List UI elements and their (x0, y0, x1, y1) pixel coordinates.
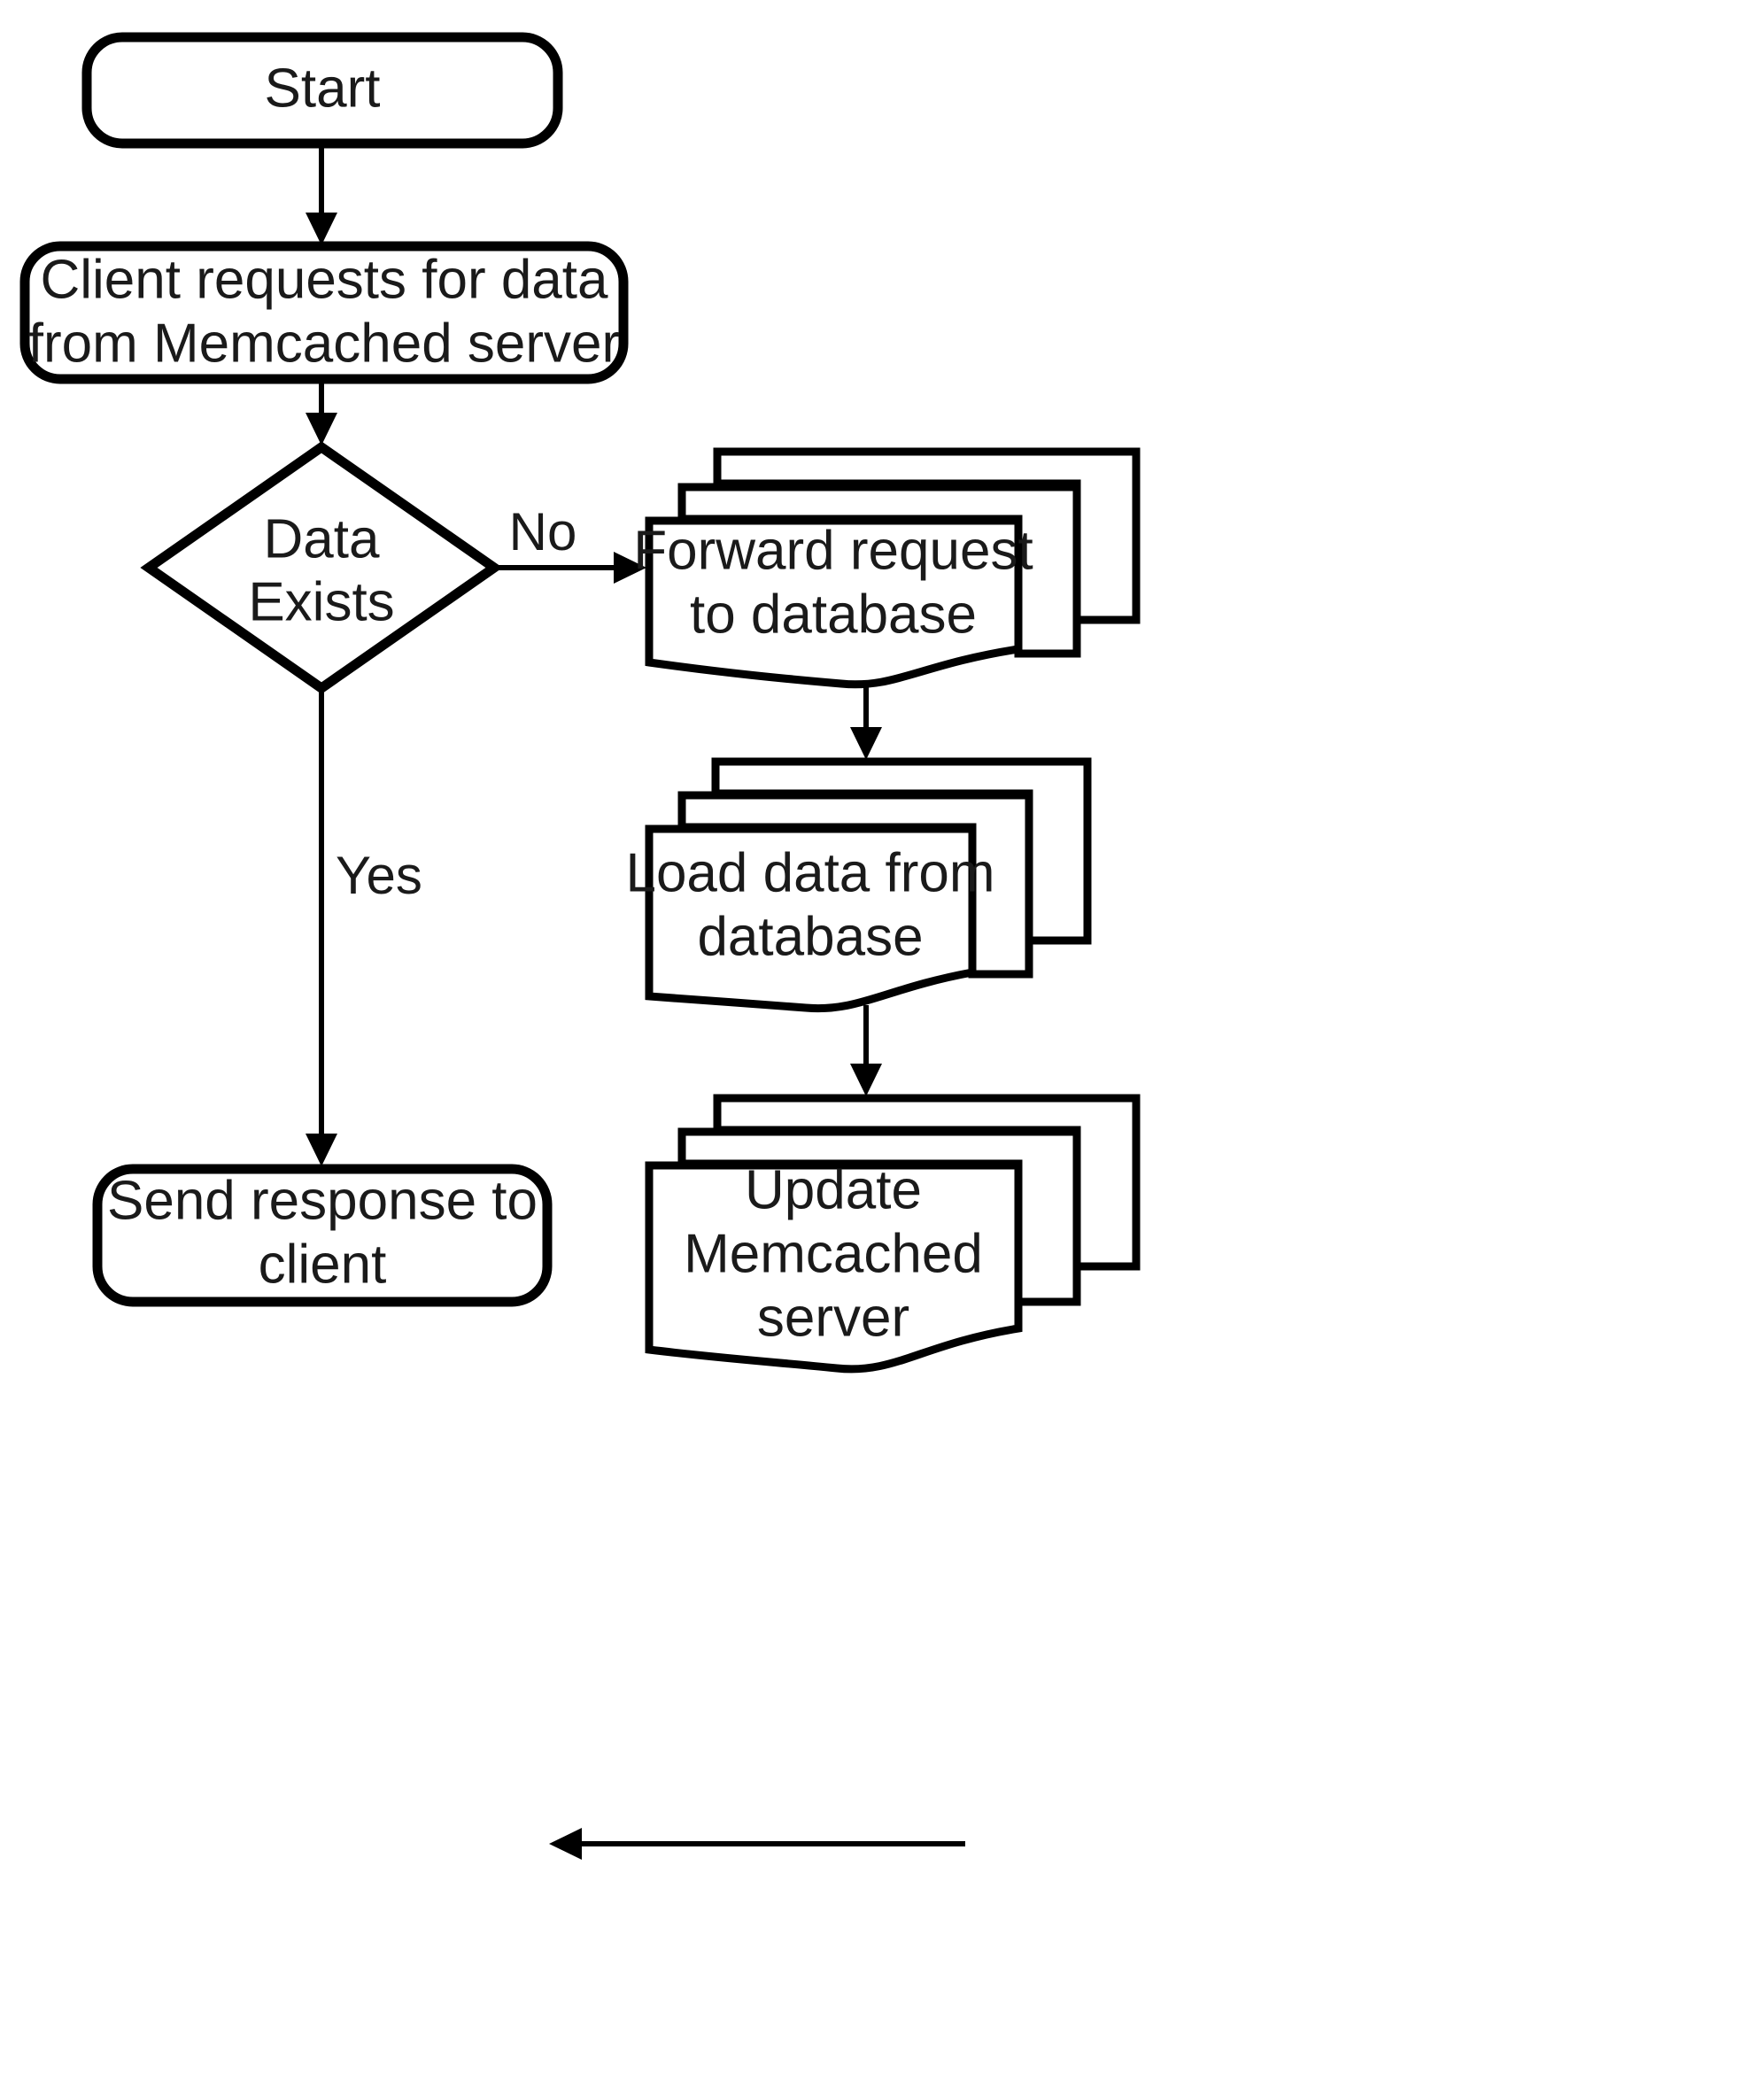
node-update-memcached[interactable]: Update Memcached server (645, 1094, 1141, 1374)
send-response-line2: client (259, 1234, 387, 1295)
edge-update-to-send (549, 1828, 965, 1860)
send-response-line1: Send response to (107, 1170, 538, 1231)
arrow-head-down (306, 413, 337, 445)
load-data-sheet-front[interactable] (645, 824, 977, 1013)
forward-request-line1: Forward request (633, 520, 1033, 581)
forward-request-sheet-front[interactable] (645, 516, 1023, 689)
decision-line2: Exists (248, 571, 394, 632)
node-start[interactable]: Start (81, 32, 563, 149)
node-forward-request[interactable]: Forward request to database (633, 447, 1141, 689)
node-load-data[interactable]: Load data from database (625, 757, 1092, 1013)
client-request-line2: from Memcached server (28, 313, 620, 374)
client-request-line1: Client requests for data (40, 249, 608, 310)
edge-decision-yes (306, 689, 337, 1166)
arrow-head-down (306, 213, 337, 245)
node-client-request[interactable]: Client requests for data from Memcached … (19, 241, 629, 384)
update-memcached-line2: Memcached (684, 1223, 983, 1284)
update-memcached-sheet-front[interactable] (645, 1161, 1023, 1374)
send-response-box[interactable] (92, 1164, 553, 1307)
client-request-box[interactable] (19, 241, 629, 384)
edge-label-yes: Yes (336, 846, 422, 905)
forward-request-line2: to database (690, 584, 977, 645)
node-decision[interactable]: Data Exists (140, 441, 503, 694)
update-memcached-line3: server (757, 1287, 909, 1348)
arrow-head-left (549, 1828, 582, 1860)
decision-diamond[interactable] (140, 441, 503, 694)
update-memcached-line1: Update (745, 1159, 922, 1220)
arrow-head-down (306, 1134, 337, 1166)
arrow-head-down (850, 727, 882, 760)
load-data-line1: Load data from (625, 842, 994, 903)
edge-load-to-update (850, 1005, 882, 1096)
start-label: Start (265, 58, 381, 119)
edge-forward-to-load (850, 682, 882, 760)
edge-client-to-decision (306, 381, 337, 445)
node-send-response[interactable]: Send response to client (92, 1164, 553, 1307)
edge-start-to-client (306, 144, 337, 245)
edge-decision-no (494, 552, 646, 584)
decision-line1: Data (264, 508, 380, 569)
edge-label-no: No (509, 502, 577, 561)
arrow-head-right (614, 552, 646, 584)
start-box[interactable] (81, 32, 563, 149)
arrow-head-down (850, 1064, 882, 1096)
load-data-line2: database (697, 906, 923, 967)
